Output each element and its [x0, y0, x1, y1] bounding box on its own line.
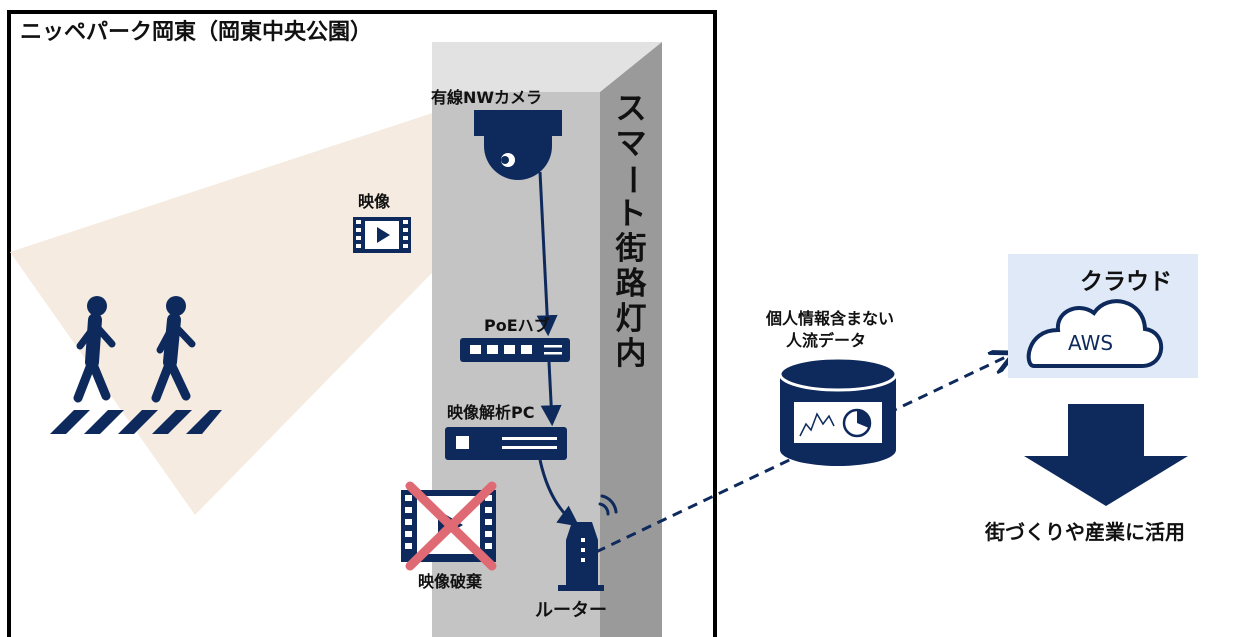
analysis-pc-label: 映像解析PC [447, 403, 535, 422]
pole-label-char: マ [615, 126, 647, 162]
hub-to-pc-arrow [540, 361, 562, 427]
wifi-signal-icon [598, 494, 618, 516]
pole-label-char: ー [613, 164, 650, 195]
outcome-arrow [1024, 404, 1188, 506]
park-boundary [7, 10, 717, 637]
dome-camera-icon [474, 110, 562, 180]
data-store-label-line1: 個人情報含まない [766, 309, 895, 328]
pole-label-char: 路 [615, 266, 647, 302]
park-title: ニッペパーク岡東（岡東中央公園） [20, 20, 373, 45]
pole-label-char: 内 [615, 336, 647, 372]
cloud-service-label: AWS [1068, 331, 1114, 355]
data-store-label-line2: 人流データ [786, 331, 867, 350]
pole-label-char: ト [615, 196, 647, 232]
pedestrian-icon [151, 296, 196, 403]
analysis-pc-icon [445, 427, 567, 460]
pole-label-char: 灯 [615, 301, 647, 337]
pedestrian-icon [73, 296, 116, 403]
pole-label-char: 街 [615, 231, 647, 267]
cross-mark-icon [405, 481, 497, 571]
router-icon [558, 522, 604, 591]
video-icon [353, 217, 411, 253]
pc-to-router-arrow [538, 459, 580, 527]
pedestrian-crossing-icon [50, 410, 222, 434]
pole-side [600, 42, 662, 637]
cloud-title: クラウド [1080, 269, 1172, 295]
database-icon [778, 356, 898, 466]
pole-label-char: ス [615, 91, 647, 127]
destroy-label: 映像破棄 [418, 572, 483, 591]
camera-label: 有線NWカメラ [431, 88, 543, 107]
poe-hub-icon [460, 338, 570, 362]
pole-label: ス マ ー ト 街 路 灯 内 [602, 92, 660, 372]
video-label: 映像 [358, 192, 391, 211]
hub-label: PoEハブ [484, 316, 550, 335]
router-label: ルーター [535, 600, 607, 621]
outcome-label: 街づくりや産業に活用 [985, 520, 1185, 544]
camera-to-hub-arrow [536, 171, 558, 337]
pole-top [432, 42, 662, 92]
camera-field-of-view [10, 98, 478, 515]
cloud-icon [1026, 299, 1164, 368]
